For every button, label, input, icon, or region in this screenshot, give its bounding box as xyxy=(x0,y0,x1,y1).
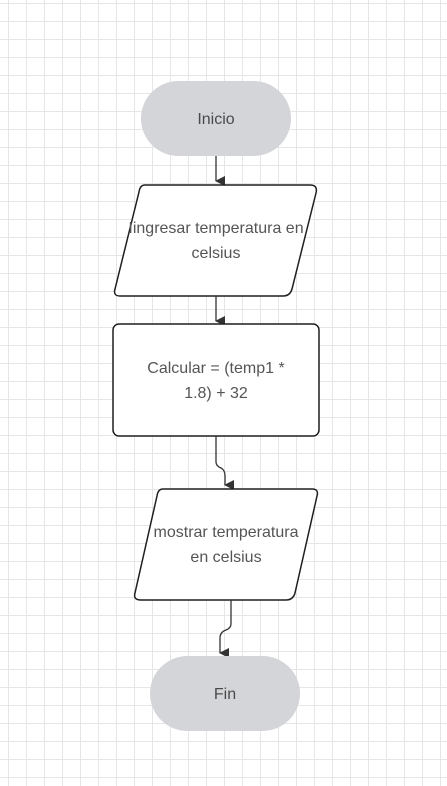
input-label-line1: Iingresar temperatura en xyxy=(128,220,303,237)
output-label-line2: en celsius xyxy=(190,549,261,566)
output-label-line1: mostrar temperatura xyxy=(154,524,299,541)
process-node[interactable]: Calcular = (temp1 * 1.8) + 32 xyxy=(112,323,320,437)
output-node[interactable]: mostrar temperatura en celsius xyxy=(133,488,319,601)
start-label: Inicio xyxy=(197,111,234,128)
start-node[interactable]: Inicio xyxy=(141,81,291,156)
end-label: Fin xyxy=(214,686,236,703)
input-label-line2: celsius xyxy=(192,245,241,262)
process-label-line2: 1.8) + 32 xyxy=(184,385,248,402)
connector-output-end[interactable] xyxy=(219,600,232,658)
connector-process-output[interactable] xyxy=(215,436,234,490)
input-node[interactable]: Iingresar temperatura en celsius xyxy=(113,184,318,297)
process-label-line1: Calcular = (temp1 * xyxy=(147,360,284,377)
end-node[interactable]: Fin xyxy=(150,656,300,731)
